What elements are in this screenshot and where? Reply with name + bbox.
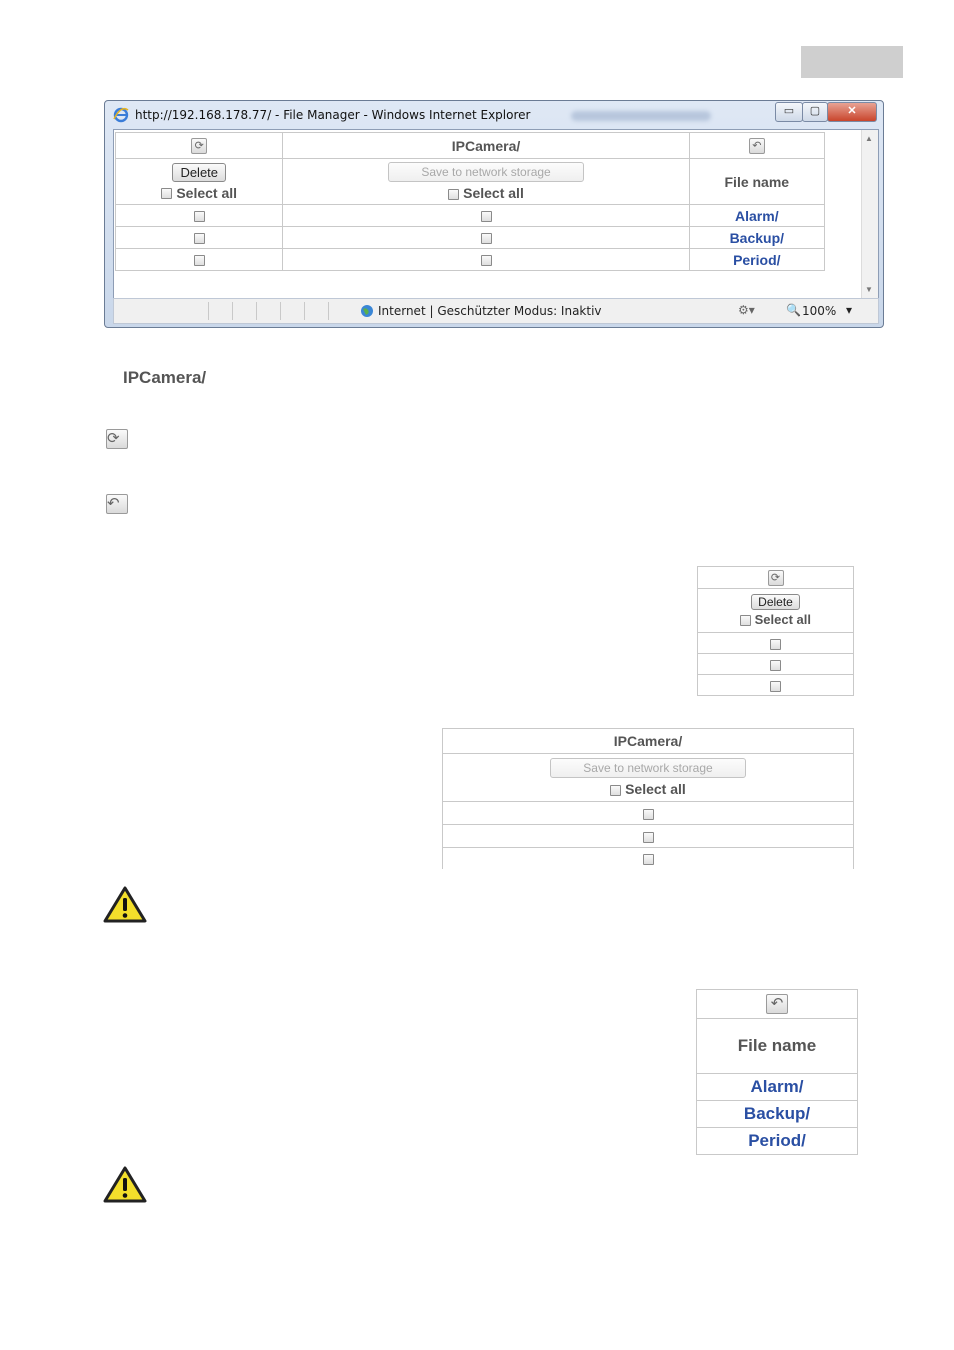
select-all-save-label: Select all [463, 185, 524, 201]
back-icon-sample: ↶ [106, 494, 128, 514]
warning-icon [103, 886, 147, 923]
refresh-icon: ⟳ [106, 429, 128, 449]
scroll-down-icon[interactable]: ▼ [865, 285, 873, 294]
status-bar: Internet | Geschützter Modus: Inaktiv ⚙▾… [113, 298, 879, 324]
file-link-alarm[interactable]: Alarm/ [735, 207, 779, 224]
maximize-button[interactable]: ▢ [802, 102, 828, 122]
globe-icon [361, 305, 373, 317]
zoom-icon[interactable]: 🔍 [786, 303, 801, 317]
close-button[interactable]: ✕ [827, 102, 877, 122]
back-icon: ↶ [106, 494, 128, 514]
section-heading: IPCamera/ [123, 368, 207, 387]
refresh-icon-sample: ⟳ [106, 429, 128, 449]
page-content: ⟳ IPCamera/ ↶ Delete Select all Save to … [113, 129, 879, 299]
file-link-alarm[interactable]: Alarm/ [750, 1077, 804, 1096]
row-delete-checkbox[interactable] [193, 255, 205, 267]
row-delete-checkbox[interactable] [193, 211, 205, 223]
delete-column-excerpt: ⟳ Delete Select all [697, 566, 854, 696]
row-delete-checkbox[interactable] [193, 233, 205, 245]
refresh-icon: ⟳ [767, 569, 784, 586]
window-title: http://192.168.178.77/ - File Manager - … [135, 108, 531, 122]
security-icon[interactable]: ⚙▾ [738, 303, 755, 317]
refresh-cell: ⟳ [114, 132, 284, 159]
status-text: Internet | Geschützter Modus: Inaktiv [378, 304, 602, 318]
save-to-network-storage-button[interactable]: Save to network storage [550, 758, 746, 778]
save-cell: Save to network storage Select all [282, 158, 690, 205]
select-all-save-checkbox[interactable] [448, 188, 460, 200]
file-manager-table: ⟳ IPCamera/ ↶ Delete Select all Save to … [114, 132, 826, 271]
back-cell: ↶ [688, 132, 826, 159]
row-save-checkbox[interactable] [480, 255, 492, 267]
delete-button[interactable]: Delete [172, 162, 227, 182]
select-all-checkbox[interactable] [161, 188, 173, 200]
back-icon[interactable]: ↶ [748, 138, 765, 155]
zoom-level[interactable]: 100% [802, 304, 837, 318]
ie-icon [113, 107, 129, 123]
vertical-scrollbar[interactable]: ▲ ▼ [861, 130, 878, 298]
row-delete-checkbox[interactable] [770, 680, 781, 692]
row-save-checkbox[interactable] [642, 831, 654, 843]
row-save-checkbox[interactable] [642, 854, 654, 866]
scroll-up-icon[interactable]: ▲ [865, 134, 873, 143]
browser-window: http://192.168.178.77/ - File Manager - … [104, 100, 884, 328]
row-save-checkbox[interactable] [480, 211, 492, 223]
zoom-dropdown-icon[interactable]: ▾ [846, 303, 853, 317]
delete-button[interactable]: Delete [751, 594, 800, 610]
save-column-excerpt: IPCamera/ Save to network storage Select… [442, 728, 854, 869]
select-all-checkbox[interactable] [740, 615, 751, 627]
select-all-save-label: Select all [625, 781, 686, 797]
file-name-header: File name [688, 158, 826, 205]
title-bar: http://192.168.178.77/ - File Manager - … [105, 101, 883, 129]
file-link-backup[interactable]: Backup/ [729, 229, 785, 246]
refresh-icon[interactable]: ⟳ [191, 138, 208, 155]
warning-icon [103, 1166, 147, 1203]
back-icon: ↶ [766, 994, 788, 1015]
select-all-save-checkbox[interactable] [610, 784, 622, 796]
file-link-period[interactable]: Period/ [733, 251, 781, 268]
folder-title: IPCamera/ [442, 728, 854, 754]
delete-cell: Delete Select all [114, 158, 284, 205]
select-all-label: Select all [176, 184, 238, 201]
row-delete-checkbox[interactable] [770, 638, 781, 650]
row-save-checkbox[interactable] [642, 808, 654, 820]
save-to-network-storage-button[interactable]: Save to network storage [388, 162, 584, 182]
blurred-region [571, 111, 711, 121]
file-name-column-excerpt: ↶ File name Alarm/ Backup/ Period/ [696, 989, 858, 1155]
select-all-label: Select all [754, 612, 811, 627]
row-delete-checkbox[interactable] [770, 659, 781, 671]
row-save-checkbox[interactable] [480, 233, 492, 245]
file-name-header: File name [696, 1018, 858, 1074]
folder-title: IPCamera/ [282, 132, 690, 159]
page-tab-marker [801, 46, 903, 78]
minimize-button[interactable]: ▭ [775, 102, 803, 122]
file-link-backup[interactable]: Backup/ [743, 1104, 811, 1123]
file-link-period[interactable]: Period/ [748, 1131, 806, 1150]
